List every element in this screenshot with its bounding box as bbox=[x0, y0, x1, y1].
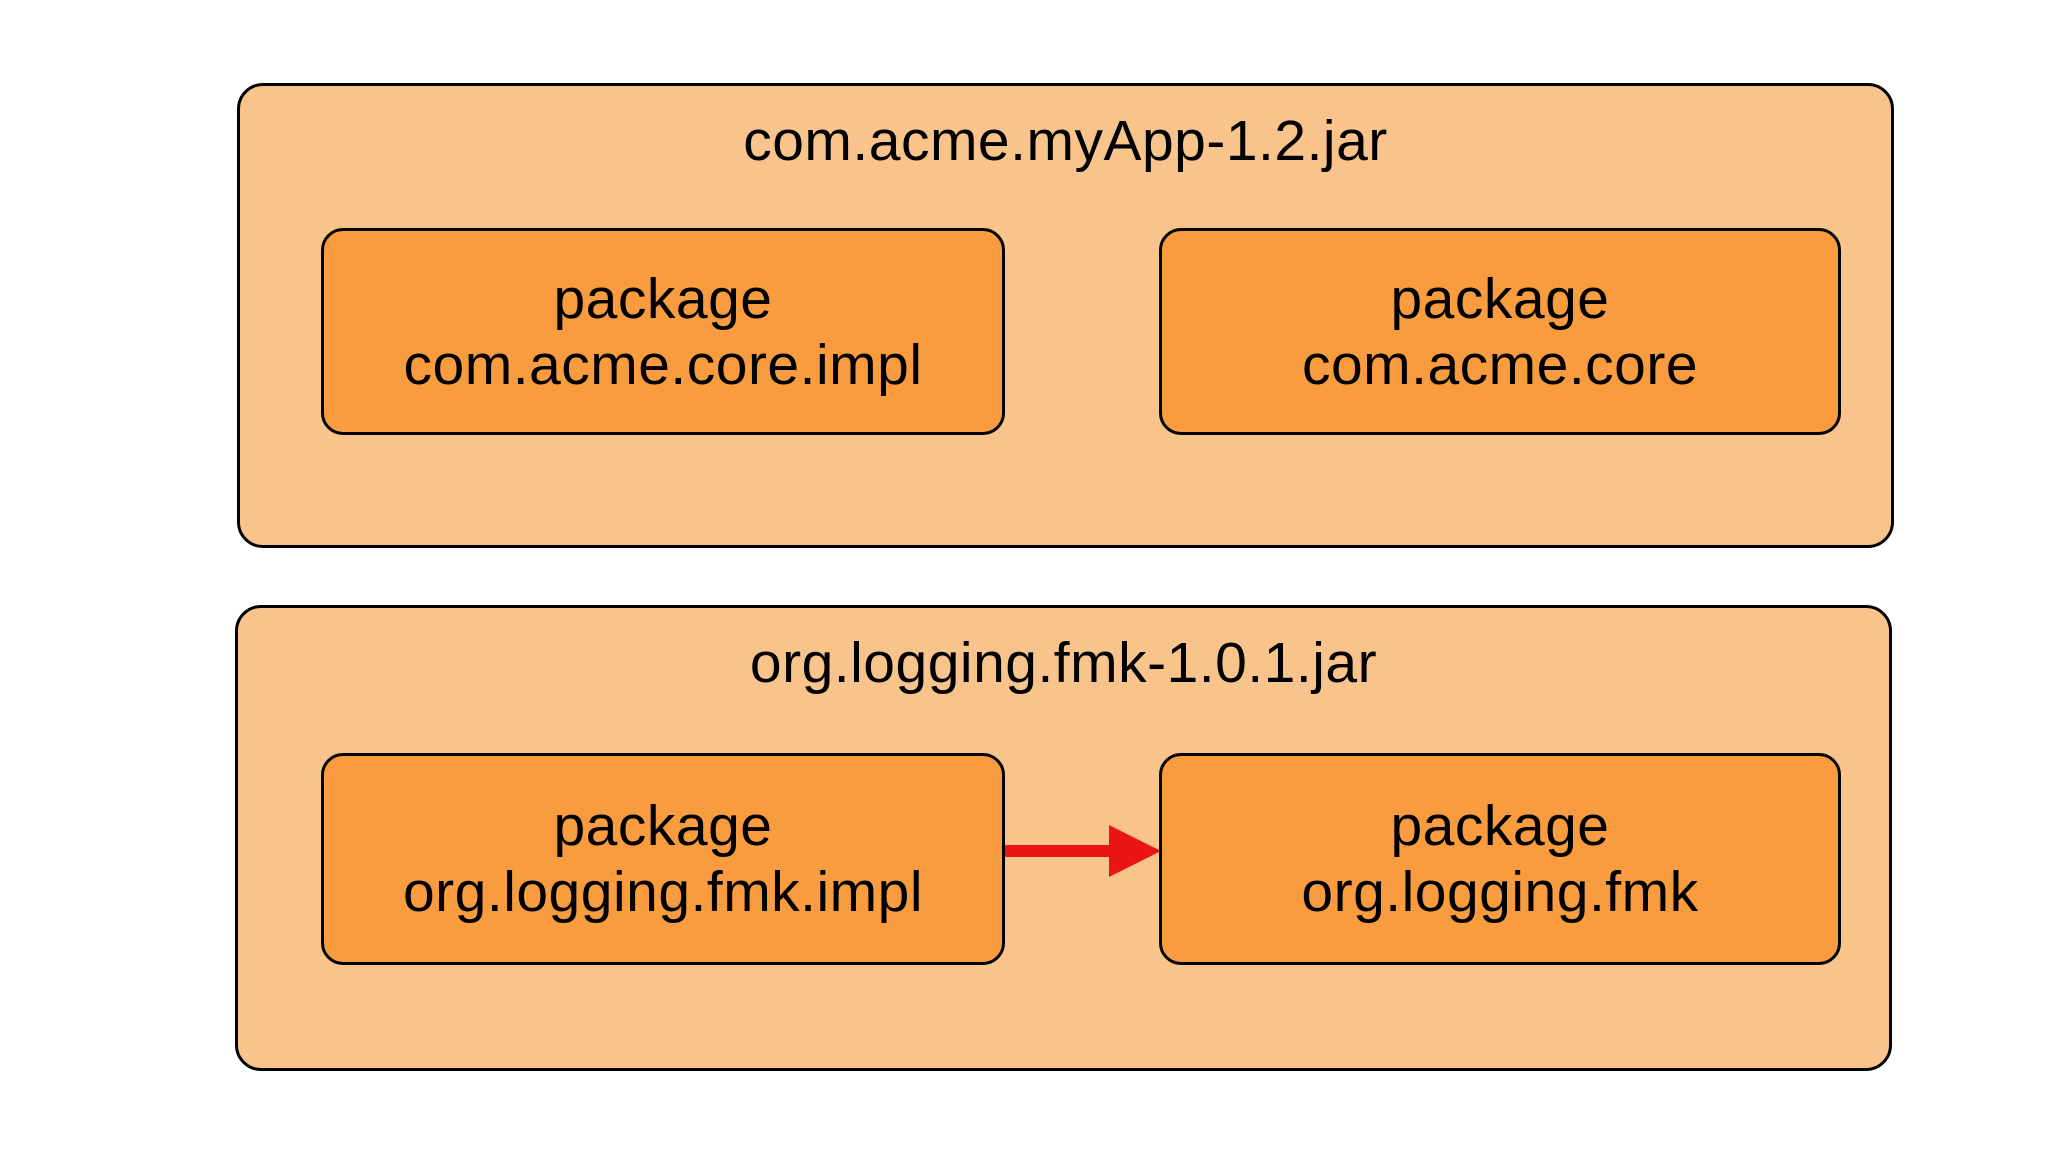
package-box-org-logging-fmk: package org.logging.fmk bbox=[1159, 753, 1841, 965]
package-keyword: package bbox=[1390, 794, 1610, 858]
package-box-com-acme-core: package com.acme.core bbox=[1159, 228, 1841, 435]
arrow-shaft bbox=[1005, 845, 1111, 857]
jar-title: com.acme.myApp-1.2.jar bbox=[743, 109, 1388, 173]
package-name: com.acme.core.impl bbox=[403, 332, 923, 397]
package-keyword: package bbox=[1390, 266, 1610, 331]
package-keyword: package bbox=[553, 266, 773, 331]
jar-box-logging-fmk: org.logging.fmk-1.0.1.jar package org.lo… bbox=[235, 605, 1892, 1071]
package-name: com.acme.core bbox=[1301, 332, 1699, 397]
dependency-arrow-icon bbox=[1005, 825, 1161, 877]
package-box-org-logging-fmk-impl: package org.logging.fmk.impl bbox=[321, 753, 1005, 965]
package-name: org.logging.fmk bbox=[1301, 860, 1699, 924]
arrow-head bbox=[1109, 825, 1161, 877]
package-box-com-acme-core-impl: package com.acme.core.impl bbox=[321, 228, 1005, 435]
package-keyword: package bbox=[553, 794, 773, 858]
jar-title: org.logging.fmk-1.0.1.jar bbox=[749, 631, 1378, 695]
jar-box-myapp: com.acme.myApp-1.2.jar package com.acme.… bbox=[237, 83, 1894, 548]
package-name: org.logging.fmk.impl bbox=[402, 860, 924, 924]
